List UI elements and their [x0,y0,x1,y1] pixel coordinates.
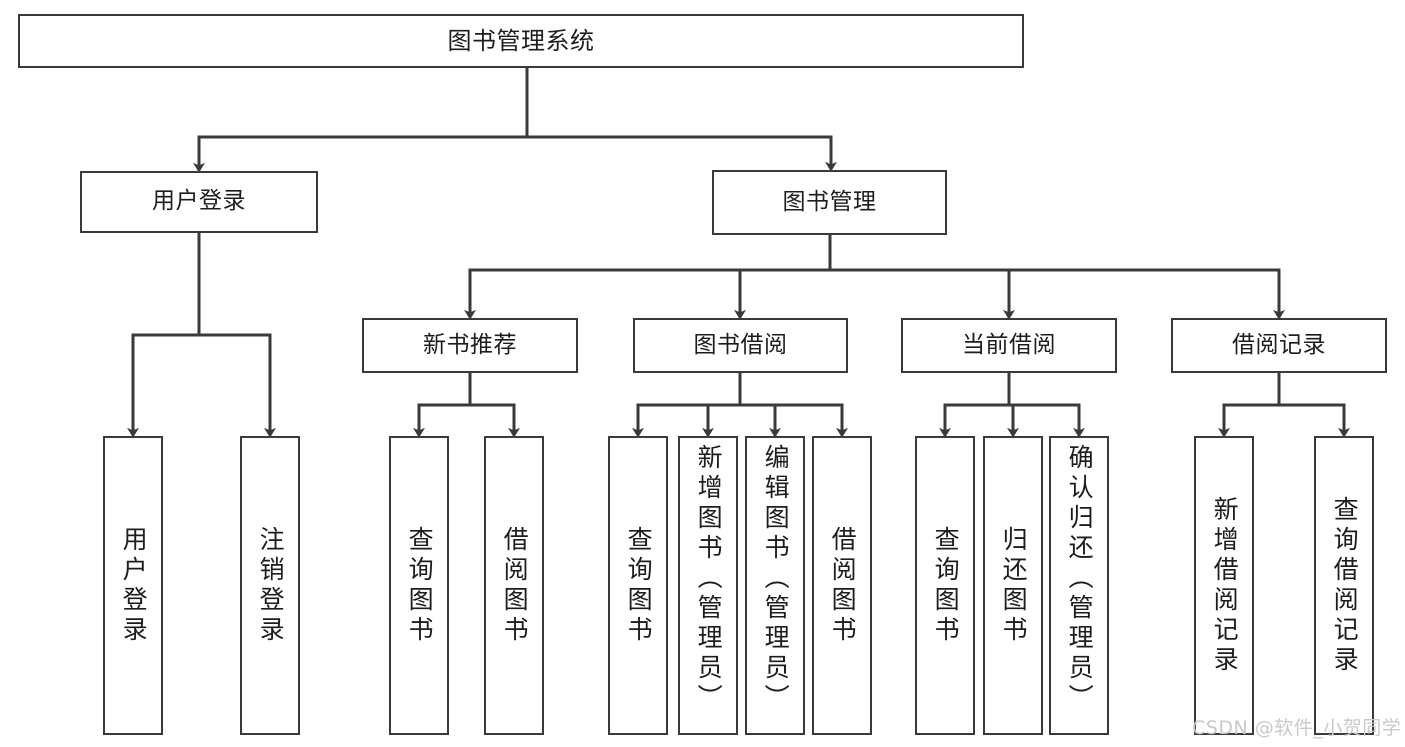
leaf-confirm-return-admin-label: 确认归还（管理员） [1065,444,1095,714]
leaf-borrow-query-books-label: 查询图书 [624,525,654,646]
leaf-add-borrow-record[interactable]: 新增借阅记录 [1194,436,1254,735]
leaf-edit-book-admin[interactable]: 编辑图书（管理员） [745,436,805,735]
leaf-logout-label: 注销登录 [256,525,286,646]
node-new-book-recommend[interactable]: 新书推荐 [362,318,578,373]
node-book-borrow-label: 图书借阅 [693,331,788,358]
node-book-management-label: 图书管理 [782,188,877,215]
leaf-borrow-books-label: 借阅图书 [828,525,858,646]
leaf-borrow-books[interactable]: 借阅图书 [812,436,872,735]
leaf-newbook-borrow-books[interactable]: 借阅图书 [484,436,544,735]
node-new-book-recommend-label: 新书推荐 [423,331,517,358]
node-current-borrow[interactable]: 当前借阅 [901,318,1117,373]
node-borrow-record[interactable]: 借阅记录 [1171,318,1387,373]
leaf-add-borrow-record-label: 新增借阅记录 [1210,495,1240,676]
leaf-user-login[interactable]: 用户登录 [103,436,163,735]
leaf-add-book-admin[interactable]: 新增图书（管理员） [678,436,738,735]
node-current-borrow-label: 当前借阅 [962,331,1056,358]
leaf-borrow-query-books[interactable]: 查询图书 [608,436,668,735]
leaf-newbook-query-books[interactable]: 查询图书 [389,436,449,735]
leaf-query-borrow-record[interactable]: 查询借阅记录 [1314,436,1374,735]
leaf-newbook-borrow-books-label: 借阅图书 [500,525,530,646]
node-borrow-record-label: 借阅记录 [1232,331,1326,358]
leaf-return-books[interactable]: 归还图书 [983,436,1043,735]
leaf-current-query-books-label: 查询图书 [931,525,961,646]
node-root-label: 图书管理系统 [447,26,595,55]
node-user-login-label: 用户登录 [152,188,246,215]
node-root[interactable]: 图书管理系统 [18,14,1024,68]
node-user-login[interactable]: 用户登录 [80,171,318,233]
node-book-management[interactable]: 图书管理 [712,170,947,235]
leaf-add-book-admin-label: 新增图书（管理员） [694,444,724,714]
csdn-watermark: CSDN @软件_小贺同学 [1192,717,1402,739]
leaf-edit-book-admin-label: 编辑图书（管理员） [761,444,791,714]
leaf-query-borrow-record-label: 查询借阅记录 [1330,495,1360,676]
leaf-logout[interactable]: 注销登录 [240,436,300,735]
leaf-newbook-query-books-label: 查询图书 [405,525,435,646]
leaf-user-login-label: 用户登录 [119,525,149,646]
leaf-current-query-books[interactable]: 查询图书 [915,436,975,735]
node-book-borrow[interactable]: 图书借阅 [633,318,848,373]
leaf-return-books-label: 归还图书 [999,525,1029,646]
leaf-confirm-return-admin[interactable]: 确认归还（管理员） [1049,436,1109,735]
